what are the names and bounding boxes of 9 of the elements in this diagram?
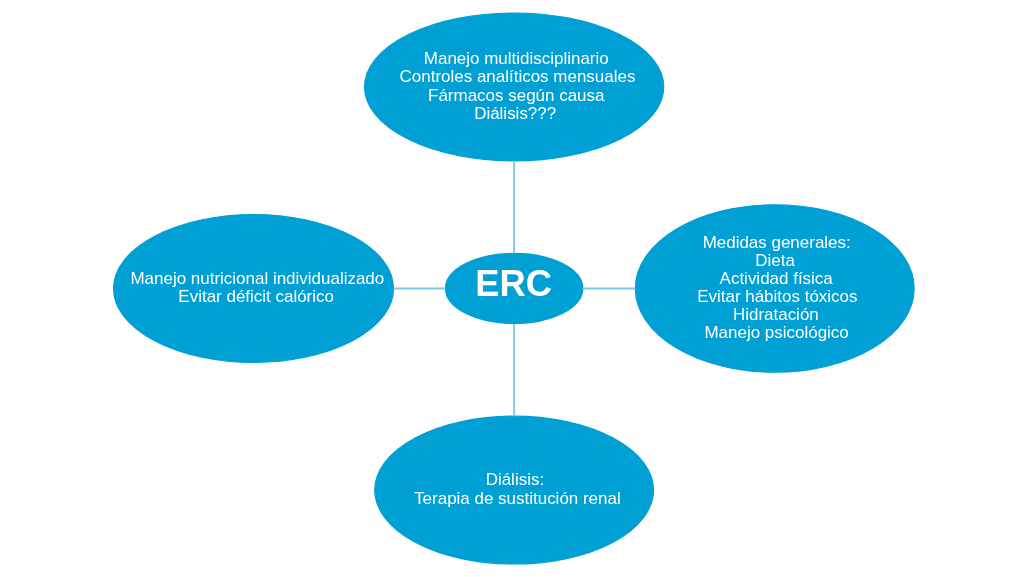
connector: [581, 287, 636, 290]
connector: [392, 287, 446, 290]
node-ellipse: Diálisis: Terapia de sustitución renal: [373, 415, 654, 565]
connector: [512, 160, 515, 255]
node-ellipse: ERC: [444, 252, 583, 325]
node-ellipse: Manejo multidisciplinario Controles analíticos mensuales Fármacos según causa Diálisis???: [363, 12, 664, 162]
node-ellipse: Medidas generales: Dieta Actividad física Evitar hábitos tóxicos Hidratación Manejo psicológico: [634, 204, 915, 373]
connector: [512, 323, 515, 417]
node-ellipse: Manejo nutricional individualizado Evitar déficit calórico: [112, 213, 394, 364]
